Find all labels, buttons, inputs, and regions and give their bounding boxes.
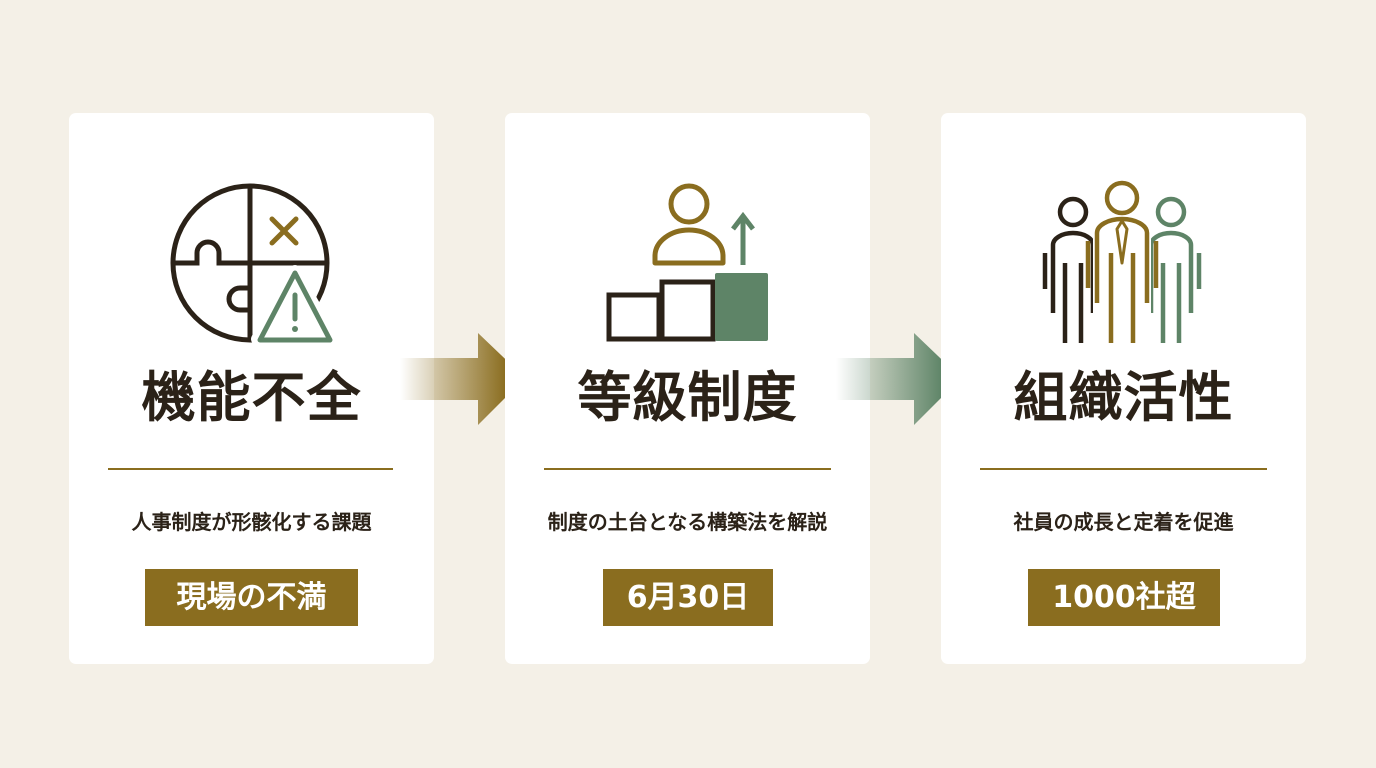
card-subtitle: 人事制度が形骸化する課題	[131, 510, 372, 534]
card-title: 等級制度	[577, 365, 798, 429]
person-steps-growth-icon	[606, 183, 768, 342]
divider	[108, 468, 393, 470]
divider	[544, 468, 831, 470]
card-badge: 現場の不満	[145, 569, 358, 626]
card-badge: 1000社超	[1028, 569, 1220, 626]
card-subtitle: 制度の土台となる構築法を解説	[547, 510, 828, 534]
team-people-icon	[1042, 180, 1202, 345]
card-organization: 組織活性 社員の成長と定着を促進 1000社超	[941, 113, 1306, 664]
card-grade-system: 等級制度 制度の土台となる構築法を解説 6月30日	[505, 113, 870, 664]
arrow-right-icon	[836, 333, 961, 425]
divider	[980, 468, 1267, 470]
card-subtitle: 社員の成長と定着を促進	[1013, 510, 1234, 534]
card-title: 機能不全	[141, 365, 362, 429]
card-title: 組織活性	[1013, 365, 1234, 429]
puzzle-warning-icon	[170, 183, 339, 345]
card-dysfunction: 機能不全 人事制度が形骸化する課題 現場の不満	[69, 113, 434, 664]
arrow-right-icon	[400, 333, 525, 425]
card-badge: 6月30日	[603, 569, 773, 626]
